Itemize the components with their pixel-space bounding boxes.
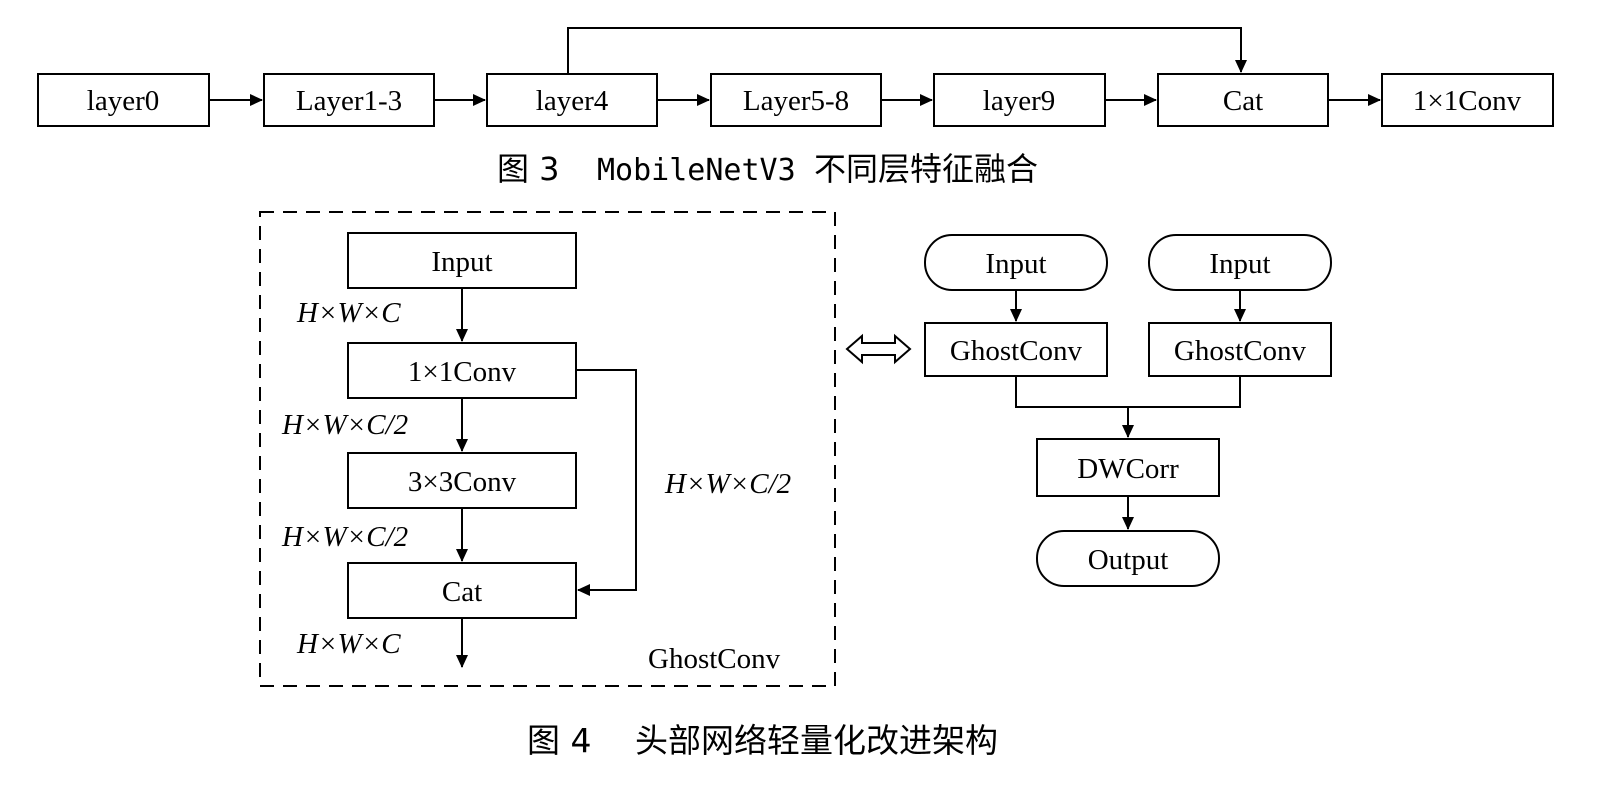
head-input-left: Input bbox=[924, 234, 1108, 291]
gc-skip-1x1-to-cat bbox=[576, 369, 637, 596]
head-input-right: Input bbox=[1148, 234, 1332, 291]
figure3-caption-latin: MobileNetV3 bbox=[597, 153, 796, 188]
node-layer0: layer0 bbox=[37, 73, 210, 127]
figure3-caption-cjk: 不同层特征融合 bbox=[814, 150, 1038, 188]
node-cat: Cat bbox=[1157, 73, 1329, 127]
figure3-caption: 图 3 MobileNetV3 不同层特征融合 bbox=[497, 150, 1038, 188]
gc-dim-input: H×W×C bbox=[296, 297, 401, 329]
head-ghostconv-left: GhostConv bbox=[924, 322, 1108, 377]
head-input-right-label: Input bbox=[1209, 248, 1270, 280]
node-layer0-label: layer0 bbox=[87, 85, 159, 117]
figure4-caption-number: 图 4 bbox=[527, 721, 592, 760]
node-1x1conv-label: 1×1Conv bbox=[1413, 85, 1522, 117]
gc-dim-skip: H×W×C/2 bbox=[664, 468, 791, 500]
skip-connection-layer4-to-cat bbox=[567, 27, 1247, 74]
node-cat-label: Cat bbox=[1223, 85, 1263, 117]
figure3-diagram: layer0 Layer1-3 layer4 Layer5-8 layer9 C… bbox=[37, 27, 1554, 127]
head-network: Input Input GhostConv GhostConv DWCorr O… bbox=[924, 234, 1332, 587]
node-layer4-label: layer4 bbox=[536, 85, 609, 117]
gc-input-label: Input bbox=[431, 246, 492, 278]
gc-3x3conv-label: 3×3Conv bbox=[408, 466, 517, 498]
equivalence-double-arrow bbox=[845, 333, 912, 365]
head-output-label: Output bbox=[1088, 544, 1169, 576]
node-layer9-label: layer9 bbox=[983, 85, 1055, 117]
head-output: Output bbox=[1036, 530, 1220, 587]
node-layer9: layer9 bbox=[933, 73, 1106, 127]
head-merge-line bbox=[1015, 376, 1241, 408]
gc-module-label: GhostConv bbox=[648, 643, 781, 675]
gc-cat-label: Cat bbox=[442, 576, 482, 608]
head-ghostconv-right: GhostConv bbox=[1148, 322, 1332, 377]
node-layer4: layer4 bbox=[486, 73, 658, 127]
gc-dim-after-1x1: H×W×C/2 bbox=[281, 409, 408, 441]
gc-3x3conv-box: 3×3Conv bbox=[347, 452, 577, 509]
node-layer5-8: Layer5-8 bbox=[710, 73, 882, 127]
node-layer1-3-label: Layer1-3 bbox=[296, 85, 402, 117]
gc-1x1conv-label: 1×1Conv bbox=[408, 356, 517, 388]
ghostconv-dashed-border bbox=[259, 211, 836, 687]
head-input-left-label: Input bbox=[985, 248, 1046, 280]
gc-dim-output: H×W×C bbox=[296, 628, 401, 660]
node-layer1-3: Layer1-3 bbox=[263, 73, 435, 127]
gc-input-box: Input bbox=[347, 232, 577, 289]
head-ghostconv-left-label: GhostConv bbox=[950, 335, 1083, 367]
head-dwcorr-label: DWCorr bbox=[1077, 453, 1179, 485]
gc-cat-box: Cat bbox=[347, 562, 577, 619]
gc-dim-after-3x3: H×W×C/2 bbox=[281, 521, 408, 553]
head-ghostconv-right-label: GhostConv bbox=[1174, 335, 1307, 367]
figure4-caption-text: 头部网络轻量化改进架构 bbox=[635, 721, 998, 760]
ghostconv-module: Input 1×1Conv 3×3Conv Cat H×W×C H×W×C/2 … bbox=[259, 211, 836, 687]
head-dwcorr: DWCorr bbox=[1036, 438, 1220, 497]
node-1x1conv: 1×1Conv bbox=[1381, 73, 1554, 127]
gc-1x1conv-box: 1×1Conv bbox=[347, 342, 577, 399]
figure4-caption: 图 4 头部网络轻量化改进架构 bbox=[527, 721, 998, 760]
node-layer5-8-label: Layer5-8 bbox=[743, 85, 849, 117]
figure3-caption-number: 图 3 bbox=[497, 150, 560, 188]
